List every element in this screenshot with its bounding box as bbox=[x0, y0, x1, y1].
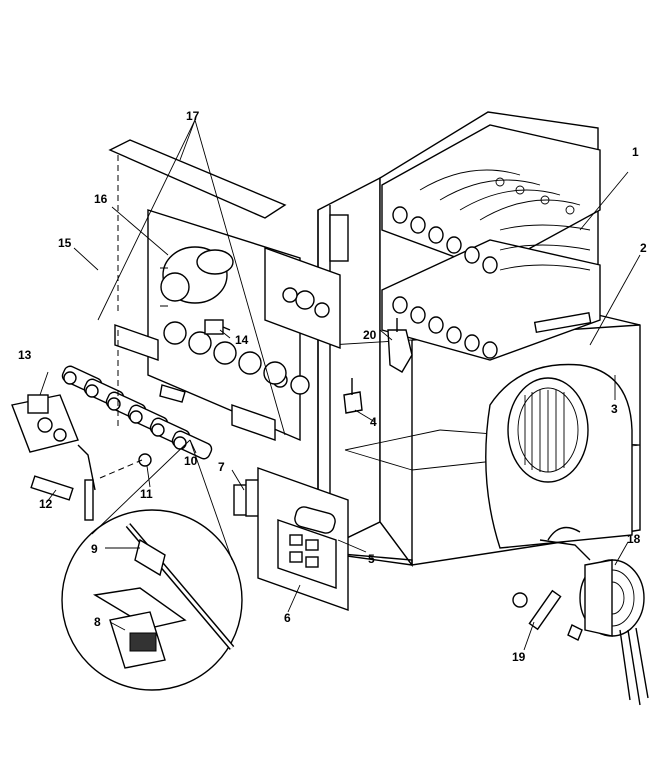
limit-switch bbox=[387, 318, 413, 373]
part-label-8: 8 bbox=[94, 615, 101, 629]
gas-pipe bbox=[30, 475, 74, 501]
part-label-20: 20 bbox=[363, 328, 377, 342]
part-label-2: 2 bbox=[640, 241, 647, 255]
part-label-13: 13 bbox=[18, 348, 32, 362]
part-label-3: 3 bbox=[611, 402, 618, 416]
top-panel bbox=[108, 139, 287, 315]
flame-sensor bbox=[125, 523, 235, 650]
gas-valve bbox=[11, 394, 96, 521]
part-label-11: 11 bbox=[140, 487, 153, 501]
transformer bbox=[233, 479, 261, 517]
burner-assembly bbox=[61, 365, 276, 460]
part-label-18: 18 bbox=[627, 532, 641, 546]
heat-exchanger-tubes bbox=[392, 169, 591, 359]
part-label-1: 1 bbox=[632, 145, 639, 159]
control-board-panel bbox=[257, 467, 349, 611]
burner-ports bbox=[163, 321, 287, 385]
inducer-motor bbox=[160, 246, 234, 307]
part-label-7: 7 bbox=[218, 460, 225, 474]
part-label-19: 19 bbox=[512, 650, 526, 664]
leader-lines bbox=[39, 119, 641, 651]
pressure-switch bbox=[204, 319, 231, 335]
rollout-switch bbox=[343, 378, 363, 414]
part-label-5: 5 bbox=[368, 552, 375, 566]
part-labels: 1 2 3 4 5 6 7 8 9 10 11 12 13 14 15 16 1… bbox=[18, 109, 647, 664]
part-label-17: 17 bbox=[186, 109, 200, 123]
orifice bbox=[99, 453, 152, 479]
part-label-6: 6 bbox=[284, 611, 291, 625]
part-label-15: 15 bbox=[58, 236, 72, 250]
igniter bbox=[129, 632, 157, 652]
capacitor bbox=[294, 506, 336, 534]
part-label-16: 16 bbox=[94, 192, 108, 206]
part-label-4: 4 bbox=[370, 415, 377, 429]
part-label-10: 10 bbox=[184, 454, 198, 468]
part-label-14: 14 bbox=[235, 333, 249, 347]
heat-exchanger bbox=[381, 124, 601, 361]
part-label-12: 12 bbox=[39, 497, 53, 511]
detail-inset bbox=[61, 439, 243, 691]
blower-housing bbox=[485, 363, 633, 549]
blower-motor bbox=[512, 526, 649, 706]
part-label-9: 9 bbox=[91, 542, 98, 556]
igniter-bracket bbox=[92, 587, 187, 669]
vestibule-panel bbox=[114, 209, 341, 442]
